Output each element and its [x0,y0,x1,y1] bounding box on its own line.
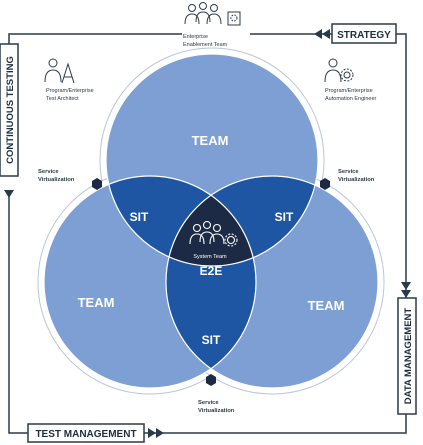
sit-label-bottom: SIT [202,333,221,347]
venn-separators [43,53,379,389]
continuous-testing-label: CONTINUOUS TESTING [5,56,16,164]
center-title: E2E [200,264,223,278]
service-virtualization-right: Service Virtualization [338,169,375,183]
data-management-box: DATA MANAGEMENT [397,297,417,415]
sv-right-line2: Virtualization [338,177,375,183]
enterprise-team-line1: Enterprise [183,34,208,40]
sit-label-right: SIT [275,210,294,224]
sv-bottom-line2: Virtualization [198,408,235,414]
data-management-label: DATA MANAGEMENT [403,308,414,405]
venn-center [166,176,256,266]
team-label-top: TEAM [192,133,229,148]
service-virtualization-left: Service Virtualization [38,169,75,183]
continuous-testing-box: CONTINUOUS TESTING [0,43,19,177]
test-management-box: TEST MANAGEMENT [27,423,145,443]
strategy-label: STRATEGY [337,30,391,41]
enterprise-team-line2: Enablement Team [183,42,228,48]
test-architect-line2: Test Architect [46,96,79,102]
frame-lines [8,33,407,434]
hex-node-bottom [206,374,216,386]
test-management-label: TEST MANAGEMENT [35,429,136,440]
engineer-gear-icon [324,58,354,83]
sv-left-line1: Service [38,169,59,175]
sv-right-line1: Service [338,169,359,175]
team-label-right: TEAM [308,298,345,313]
test-architect-line1: Program/Enterprise [46,88,94,94]
service-virtualization-bottom: Service Virtualization [198,400,235,414]
sit-label-left: SIT [130,210,149,224]
hex-node-left [92,178,102,190]
automation-engineer-line1: Program/Enterprise [325,88,373,94]
enterprise-team-icon [184,2,241,26]
team-label-left: TEAM [78,295,115,310]
sv-left-line2: Virtualization [38,177,75,183]
automation-engineer-line2: Automation Engineer [325,96,377,102]
sv-bottom-line1: Service [198,400,219,406]
frame-arrows [4,29,411,438]
hex-node-right [320,178,330,190]
hex-nodes [92,178,330,386]
architect-icon [44,58,75,84]
center-caption: System Team [193,254,227,260]
strategy-box: STRATEGY [331,23,397,44]
system-team-icon [189,220,238,247]
